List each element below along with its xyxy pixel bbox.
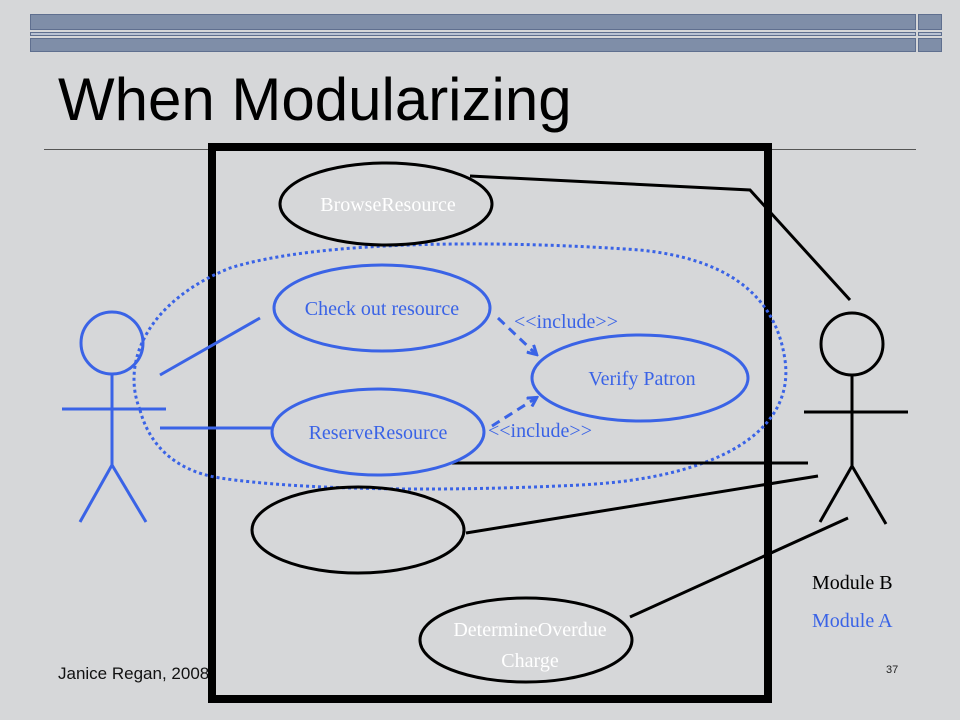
- label-overdue-line2: Charge: [501, 650, 559, 672]
- usecase-browse-resource: [278, 161, 494, 247]
- module-a-label: Module A: [812, 610, 893, 632]
- include-label-bottom: <<include>>: [488, 420, 592, 442]
- page-number: 37: [886, 664, 899, 676]
- usecase-reserve-resource: [270, 387, 486, 477]
- usecase-verify-patron: [530, 333, 750, 423]
- include-arrow-checkout: [496, 316, 536, 354]
- include-arrow-reserve: [491, 398, 536, 428]
- label-verify-patron: Verify Patron: [588, 368, 695, 390]
- title-decoration-bar: [30, 14, 916, 54]
- module-b-label: Module B: [812, 572, 893, 594]
- module-a-boundary: [132, 242, 788, 491]
- association-blank-moduleb: [465, 474, 819, 535]
- association-checkout-modulea: [159, 316, 261, 377]
- actor-module-b: [804, 311, 908, 525]
- label-check-out-resource: Check out resource: [305, 298, 460, 320]
- actor-module-a: [62, 310, 166, 523]
- usecase-check-out-resource: [272, 263, 492, 353]
- footer-author: Janice Regan, 2008: [58, 664, 210, 683]
- usecase-unlabeled: [250, 485, 466, 575]
- association-browse-moduleb: [469, 174, 852, 302]
- slide-title: When Modularizing: [58, 66, 572, 133]
- label-browse-resource: BrowseResource: [320, 194, 456, 216]
- title-decoration-corner: [918, 14, 942, 54]
- association-overdue-moduleb: [629, 516, 849, 619]
- label-reserve-resource: ReserveResource: [309, 422, 448, 444]
- include-label-top: <<include>>: [514, 311, 618, 333]
- label-overdue-line1: DetermineOverdue: [453, 619, 606, 641]
- usecase-determine-overdue-charge: [418, 596, 634, 684]
